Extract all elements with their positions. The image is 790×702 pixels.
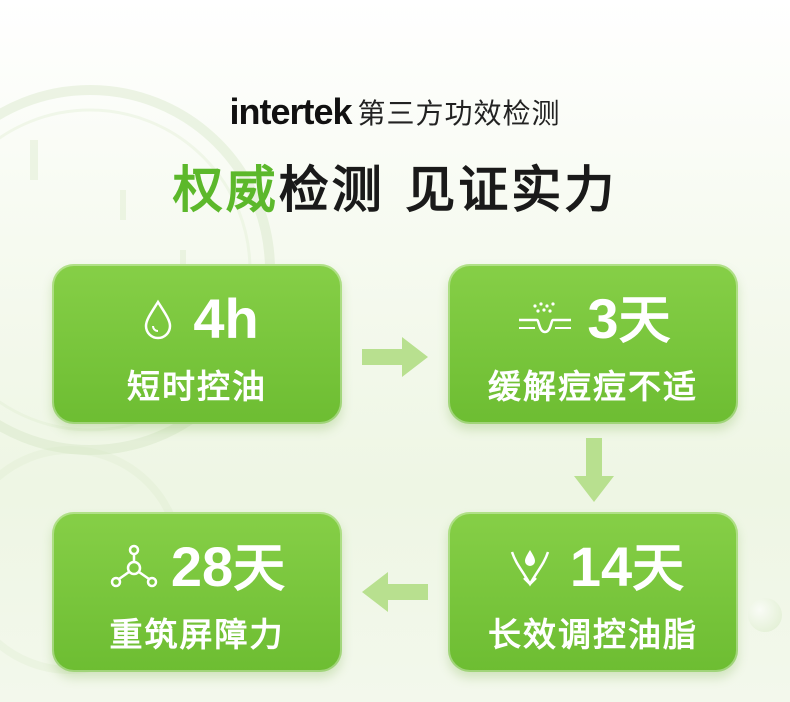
- card-value: 14天: [569, 535, 685, 599]
- card-value: 28天: [170, 535, 286, 599]
- background-bubble: [748, 598, 782, 632]
- card-label: 长效调控油脂: [488, 615, 698, 654]
- headline: 权威检测 见证实力: [0, 150, 790, 222]
- oil-control-icon: [502, 544, 558, 590]
- headline-rest: 检测 见证实力: [278, 161, 618, 219]
- card-label: 短时控油: [127, 367, 267, 406]
- headline-highlight: 权威: [172, 161, 279, 219]
- card-14-days: 14天 长效调控油脂: [448, 512, 738, 672]
- molecule-icon: [109, 544, 159, 590]
- brand-row: intertek 第三方功效检测: [0, 88, 790, 136]
- brand-subtitle: 第三方功效检测: [357, 97, 561, 130]
- water-drop-icon: [135, 296, 181, 342]
- arrow-down-icon: [572, 436, 616, 504]
- arrow-left-icon: [360, 570, 430, 614]
- card-label: 重筑屏障力: [109, 615, 285, 654]
- header: intertek 第三方功效检测 权威检测 见证实力: [0, 88, 790, 222]
- arrow-right-icon: [360, 335, 430, 379]
- skin-pore-icon: [515, 296, 575, 342]
- card-28-days: 28天 重筑屏障力: [52, 512, 342, 672]
- card-value: 4h: [193, 287, 259, 350]
- card-3-days: 3天 缓解痘痘不适: [448, 264, 738, 424]
- card-label: 缓解痘痘不适: [488, 367, 698, 406]
- intertek-logo: intertek: [229, 91, 352, 132]
- card-4h: 4h 短时控油: [52, 264, 342, 424]
- card-value: 3天: [587, 287, 671, 351]
